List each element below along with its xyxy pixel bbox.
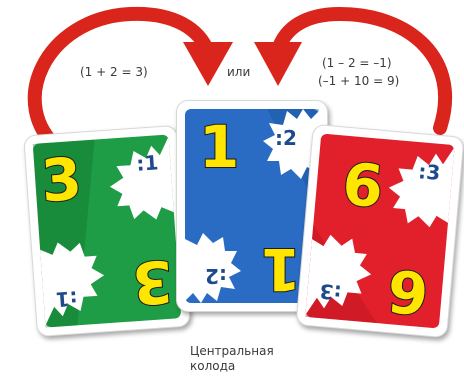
right-card-bottom-corner: :3 [319, 279, 343, 305]
center-card-top-corner: :2 [275, 126, 297, 150]
right-card-bottom-number: 9 [385, 258, 431, 329]
left-card-top-number: 3 [39, 145, 84, 216]
left-card-face: 3 :1 3 :1 [24, 126, 190, 336]
middle-word-label: или [227, 65, 250, 80]
right-card: 9 :3 9 :3 [295, 124, 464, 338]
right-equation-line-1: (1 – 2 = –1) [322, 56, 392, 71]
left-card-bottom-corner: :1 [55, 286, 79, 311]
right-card-top-number: 9 [340, 148, 386, 219]
left-card-bottom-number: 3 [130, 247, 175, 318]
left-equation-label: (1 + 2 = 3) [80, 65, 148, 80]
caption-line-2: колода [190, 359, 235, 374]
center-card-top-number: 1 [199, 113, 239, 181]
caption-line-1: Центральная [190, 344, 274, 359]
left-card: 3 :1 3 :1 [23, 125, 191, 337]
center-card-bottom-number: 1 [261, 235, 301, 303]
center-card-bottom-corner: :2 [205, 264, 227, 288]
left-card-top-corner: :1 [136, 150, 160, 175]
right-card-face: 9 :3 9 :3 [297, 125, 464, 337]
right-card-top-corner: :3 [417, 159, 441, 185]
right-equation-line-2: (–1 + 10 = 9) [318, 74, 399, 89]
